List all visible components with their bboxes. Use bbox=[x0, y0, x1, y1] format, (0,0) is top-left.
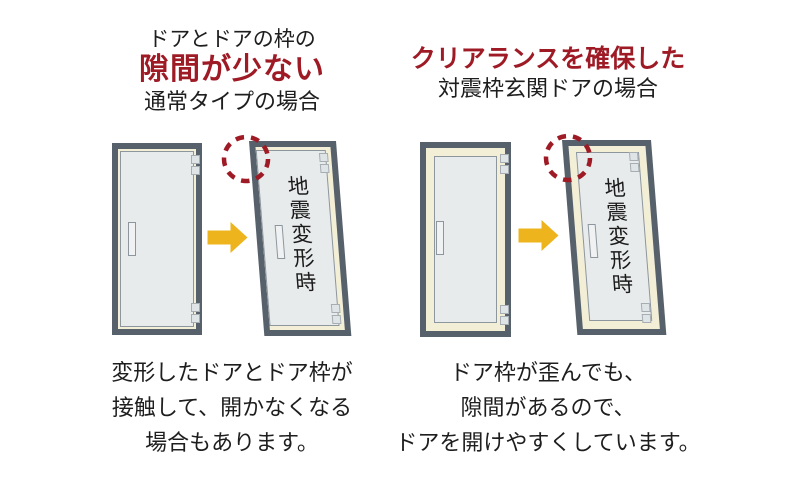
earthquake-deformation-label: 地震変形時 bbox=[284, 175, 318, 295]
normal-door-caption: 変形したドアとドア枠が 接触して、開かなくなる 場合もあります。 bbox=[57, 355, 407, 460]
resistant-door-before bbox=[420, 142, 511, 337]
door-panel bbox=[434, 156, 497, 323]
normal-door-title: ドアとドアの枠の 隙間が少ない 通常タイプの場合 bbox=[57, 26, 407, 116]
earthquake-deformation-label: 地震変形時 bbox=[601, 177, 635, 297]
normal-title-line1: ドアとドアの枠の bbox=[148, 27, 316, 51]
resistant-title-line2: 対震枠玄関ドアの場合 bbox=[437, 76, 658, 101]
door-handle bbox=[436, 221, 444, 255]
hinge-icon bbox=[191, 155, 200, 164]
clearance-highlight-icon bbox=[543, 133, 593, 183]
resistant-door-caption: ドア枠が歪んでも、 隙間があるので、 ドアを開けやすくしています。 bbox=[383, 355, 713, 460]
normal-title-line3: 通常タイプの場合 bbox=[143, 89, 320, 114]
hinge-icon bbox=[330, 304, 341, 313]
contact-point-highlight-icon bbox=[221, 134, 271, 184]
normal-caption-line2: 接触して、開かなくなる bbox=[111, 395, 353, 420]
normal-title-line2-highlight: 隙間が少ない bbox=[139, 53, 325, 86]
normal-caption-line3: 場合もあります。 bbox=[145, 430, 319, 455]
resistant-caption-line3: ドアを開けやすくしています。 bbox=[395, 430, 701, 455]
hinge-icon bbox=[318, 153, 329, 162]
door-handle bbox=[128, 222, 136, 256]
arrow-right-icon bbox=[207, 222, 248, 253]
hinge-icon bbox=[191, 303, 200, 312]
resistant-door-title: クリアランスを確保した 対震枠玄関ドアの場合 bbox=[388, 44, 708, 103]
resistant-caption-line2: 隙間があるので、 bbox=[460, 395, 636, 420]
arrow-right-icon bbox=[518, 220, 559, 251]
normal-door-before bbox=[112, 143, 202, 335]
hinge-icon bbox=[500, 305, 509, 314]
hinge-icon bbox=[500, 165, 509, 174]
normal-caption-line1: 変形したドアとドア枠が bbox=[111, 360, 353, 385]
hinge-icon bbox=[500, 316, 509, 325]
hinge-icon bbox=[628, 152, 639, 161]
hinge-icon bbox=[191, 166, 200, 175]
hinge-icon bbox=[629, 163, 640, 172]
hinge-icon bbox=[191, 314, 200, 323]
hinge-icon bbox=[641, 314, 652, 323]
hinge-icon bbox=[331, 315, 342, 324]
hinge-icon bbox=[500, 154, 509, 163]
resistant-title-line1-highlight: クリアランスを確保した bbox=[410, 46, 686, 73]
hinge-icon bbox=[319, 164, 330, 173]
resistant-caption-line1: ドア枠が歪んでも、 bbox=[449, 360, 647, 385]
hinge-icon bbox=[640, 303, 651, 312]
